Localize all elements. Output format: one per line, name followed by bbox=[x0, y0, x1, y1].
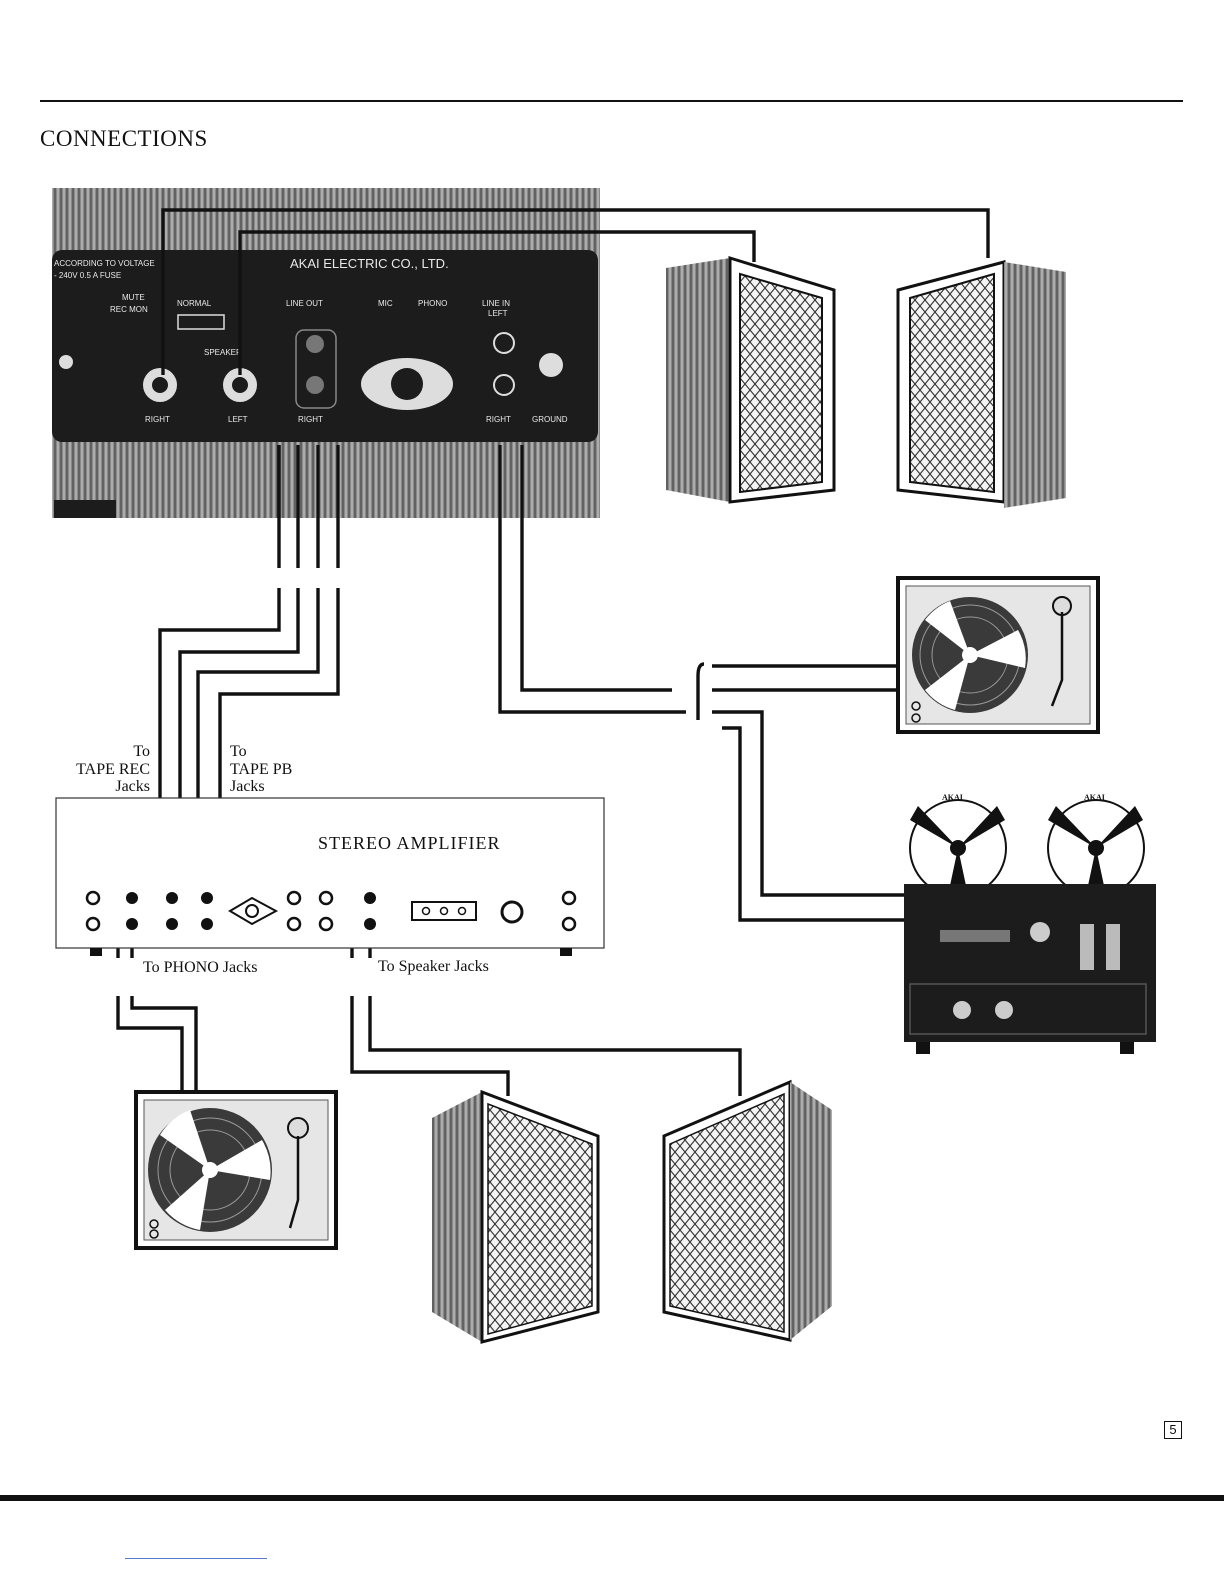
blue-underline bbox=[125, 1558, 267, 1559]
lower-turntable bbox=[136, 1092, 336, 1248]
tape-rec-label-1: To bbox=[133, 743, 150, 760]
lower-speaker-left bbox=[432, 1092, 598, 1342]
line-out-label: LINE OUT bbox=[286, 299, 323, 308]
line-out-right-jack bbox=[306, 376, 324, 394]
upper-speaker-right bbox=[898, 262, 1066, 508]
mic-label: MIC bbox=[378, 299, 393, 308]
cable-lower-speaker-right bbox=[370, 996, 740, 1096]
rec-mon-label: REC MON bbox=[110, 305, 148, 314]
line-in-label: LINE IN bbox=[482, 299, 510, 308]
line-in-right-label: RIGHT bbox=[486, 415, 511, 424]
ground-label: GROUND bbox=[532, 415, 568, 424]
stereo-amplifier: STEREO AMPLIFIER bbox=[56, 798, 604, 956]
tape-pb-label-3: Jacks bbox=[230, 778, 265, 795]
line-in-left-label: LEFT bbox=[488, 309, 508, 318]
speaker-right-label: RIGHT bbox=[145, 415, 170, 424]
phono-jacks-label: To PHONO Jacks bbox=[143, 959, 257, 976]
cable-lower-turntable-a bbox=[118, 996, 182, 1092]
cable-tape-deck-b bbox=[722, 728, 905, 920]
amplifier-title: STEREO AMPLIFIER bbox=[318, 833, 501, 853]
deck-brand: AKAI ELECTRIC CO., LTD. bbox=[290, 256, 449, 271]
lower-speaker-right bbox=[664, 1082, 832, 1340]
voltage-note-2: - 240V 0.5 A FUSE bbox=[54, 271, 121, 280]
tape-rec-label-2: TAPE REC bbox=[76, 761, 150, 778]
bottom-rule bbox=[0, 1495, 1224, 1501]
voltage-note-1: ACCORDING TO VOLTAGE bbox=[54, 259, 155, 268]
line-out-left-jack bbox=[306, 335, 324, 353]
tape-pb-label-2: TAPE PB bbox=[230, 761, 292, 778]
tape-rec-label-3: Jacks bbox=[115, 778, 150, 795]
tape-pb-label-1: To bbox=[230, 743, 247, 760]
phono-label: PHONO bbox=[418, 299, 447, 308]
deck-rear-panel: ACCORDING TO VOLTAGE - 240V 0.5 A FUSE A… bbox=[52, 188, 600, 518]
cable-lower-speaker-left bbox=[352, 996, 508, 1096]
speaker-jacks-label: To Speaker Jacks bbox=[378, 958, 489, 975]
cable-lower-turntable-b bbox=[132, 996, 196, 1092]
panel-screw bbox=[59, 355, 73, 369]
upper-speaker-left bbox=[666, 258, 834, 502]
mute-label: MUTE bbox=[122, 293, 145, 302]
ground-terminal bbox=[539, 353, 563, 377]
page-number: 5 bbox=[1164, 1421, 1182, 1439]
upper-turntable bbox=[898, 578, 1098, 732]
speaker-left-label: LEFT bbox=[228, 415, 248, 424]
deck-panel-plate bbox=[52, 250, 598, 442]
cable-brace bbox=[698, 664, 704, 720]
deck-foot bbox=[54, 500, 116, 518]
normal-label: NORMAL bbox=[177, 299, 212, 308]
speaker-label: SPEAKER bbox=[204, 348, 242, 357]
line-out-right-label: RIGHT bbox=[298, 415, 323, 424]
lower-tonearm-pivot bbox=[288, 1118, 308, 1138]
tape-deck: AKAI AKAI bbox=[904, 790, 1156, 1054]
